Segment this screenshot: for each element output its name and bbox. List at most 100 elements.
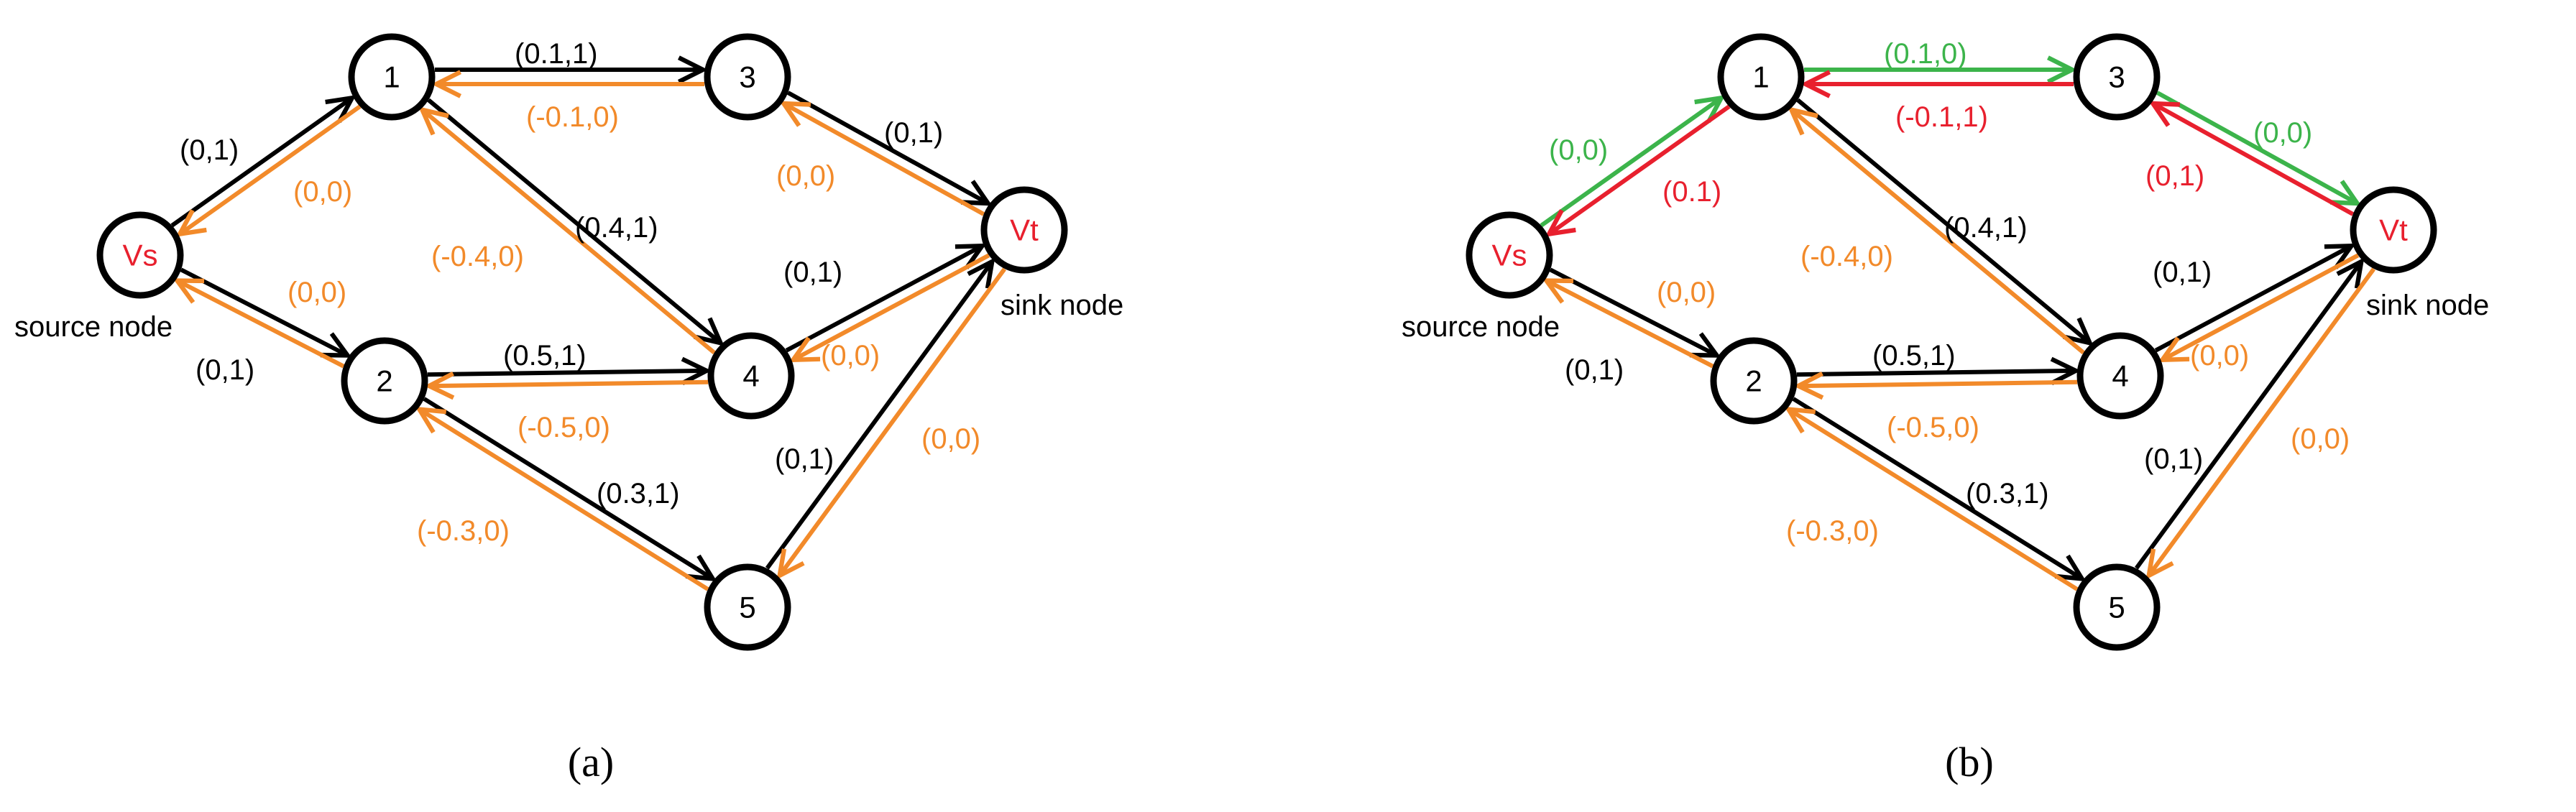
edge-4-2	[1798, 382, 2078, 386]
edge-label-4-2: (-0.5,0)	[1887, 412, 1979, 443]
edge-label-1-vs: (0,0)	[293, 176, 352, 208]
edge-label-4-1: (-0.4,0)	[431, 241, 524, 272]
edge-2-4	[427, 371, 707, 374]
node-n2	[1710, 337, 1798, 425]
edge-label-5-2: (-0.3,0)	[1786, 515, 1879, 547]
edge-label-1-3: (0.1,1)	[515, 38, 598, 70]
node-label-n5: 5	[739, 591, 755, 624]
edge-label-2-4: (0.5,1)	[1872, 340, 1956, 372]
edge-label-vt-4: (0,0)	[2190, 340, 2249, 372]
edge-4-vt	[785, 246, 982, 353]
edge-1-4	[1796, 98, 2089, 343]
edge-label-2-vs: (0,0)	[288, 277, 346, 308]
panel-a-sink-label: sink node	[1000, 290, 1123, 321]
edge-5-vt	[765, 262, 992, 570]
edge-label-2-vs: (0,0)	[1657, 277, 1716, 308]
edge-label-5-2: (-0.3,0)	[417, 515, 510, 547]
panel-b-caption: (b)	[1945, 739, 1994, 785]
edge-label-4-1: (-0.4,0)	[1800, 241, 1893, 272]
edge-label-2-5: (0.3,1)	[1966, 478, 2049, 509]
edge-label-vs-2: (0,1)	[1565, 354, 1624, 386]
edge-label-5-vt: (0,1)	[775, 443, 834, 475]
node-label-vs: Vs	[122, 239, 157, 272]
edge-label-vt-5: (0,0)	[2291, 423, 2350, 455]
node-vs	[1466, 211, 1553, 299]
edge-2-vs	[178, 281, 345, 369]
node-n4	[707, 332, 795, 420]
panel-a-source-label: source node	[14, 311, 172, 343]
edge-label-vt-5: (0,0)	[921, 423, 980, 455]
edge-label-1-3: (0.1,0)	[1884, 38, 1967, 70]
edge-label-2-4: (0.5,1)	[503, 340, 586, 372]
edge-vs-2	[1549, 267, 1717, 355]
edge-5-2	[419, 410, 709, 591]
edge-5-vt	[2134, 262, 2361, 570]
node-label-vt: Vt	[1010, 213, 1039, 247]
node-label-n2: 2	[1745, 364, 1762, 398]
edge-label-1-4: (0.4,1)	[575, 212, 658, 244]
edge-4-2	[429, 382, 709, 386]
node-label-n4: 4	[742, 359, 759, 393]
edge-4-1	[1792, 110, 2085, 355]
edge-label-1-vs: (0.1)	[1662, 176, 1721, 208]
edge-label-3-1: (-0.1,1)	[1895, 101, 1988, 133]
edge-label-4-vt: (0,1)	[2153, 257, 2212, 288]
edge-label-vt-3: (0,1)	[2145, 160, 2204, 192]
node-label-vs: Vs	[1491, 239, 1527, 272]
edge-label-vs-1: (0,1)	[180, 134, 239, 166]
edge-4-vt	[2154, 246, 2351, 353]
edge-vs-1	[170, 98, 351, 228]
edge-vt-3	[2153, 103, 2355, 216]
edge-4-1	[423, 110, 716, 355]
edge-label-3-vt: (0,1)	[884, 117, 943, 149]
node-n5	[2073, 563, 2161, 651]
node-vs	[96, 211, 184, 299]
node-label-n1: 1	[1752, 60, 1769, 94]
panel-a-edge-labels: (0,1)(0,0)(0,1)(0,0)(0.1,1)(-0.1,0)(0.4,…	[180, 38, 980, 547]
edge-label-4-vt: (0,1)	[783, 257, 842, 288]
edge-vt-5	[2149, 267, 2376, 576]
edge-vt-4	[794, 253, 990, 360]
node-label-n1: 1	[383, 60, 400, 94]
panel-b-source-label: source node	[1402, 311, 1560, 343]
node-label-n2: 2	[376, 364, 392, 398]
edge-1-4	[427, 98, 720, 343]
panel-a: (0,1)(0,0)(0,1)(0,0)(0.1,1)(-0.1,0)(0.4,…	[14, 33, 1123, 785]
edge-2-5	[1792, 397, 2082, 578]
edge-vs-1	[1540, 98, 1721, 228]
edge-3-vt	[2156, 91, 2357, 203]
edge-label-vs-2: (0,1)	[196, 354, 254, 386]
node-n5	[704, 563, 791, 651]
edge-2-4	[1796, 371, 2076, 374]
edge-2-5	[423, 397, 713, 578]
edge-2-vs	[1547, 281, 1714, 369]
edge-label-3-vt: (0,0)	[2253, 117, 2312, 149]
node-n2	[341, 337, 428, 425]
node-n1	[348, 33, 436, 121]
node-n4	[2076, 332, 2164, 420]
edge-label-2-5: (0.3,1)	[597, 478, 680, 509]
node-label-n5: 5	[2108, 591, 2125, 624]
edge-1-vs	[1549, 104, 1731, 234]
node-label-vt: Vt	[2379, 213, 2408, 247]
node-n1	[1717, 33, 1805, 121]
panel-a-caption: (a)	[568, 739, 614, 785]
edge-vt-3	[783, 103, 985, 216]
panel-b-edges	[1540, 70, 2376, 591]
node-label-n3: 3	[2108, 60, 2125, 94]
edge-label-vs-1: (0,0)	[1549, 134, 1608, 166]
edge-label-vt-3: (0,0)	[776, 160, 835, 192]
edge-label-4-2: (-0.5,0)	[518, 412, 610, 443]
edge-label-vt-4: (0,0)	[821, 340, 880, 372]
panel-a-edges	[170, 70, 1007, 591]
edge-3-vt	[786, 91, 988, 203]
edge-vs-2	[180, 267, 348, 355]
node-vt	[980, 186, 1068, 274]
node-n3	[2073, 33, 2161, 121]
panel-b-edge-labels: (0,0)(0.1)(0,1)(0,0)(0.1,0)(-0.1,1)(0.4,…	[1549, 38, 2350, 547]
panel-b-sink-label: sink node	[2366, 290, 2489, 321]
edge-label-5-vt: (0,1)	[2144, 443, 2203, 475]
node-n3	[704, 33, 791, 121]
